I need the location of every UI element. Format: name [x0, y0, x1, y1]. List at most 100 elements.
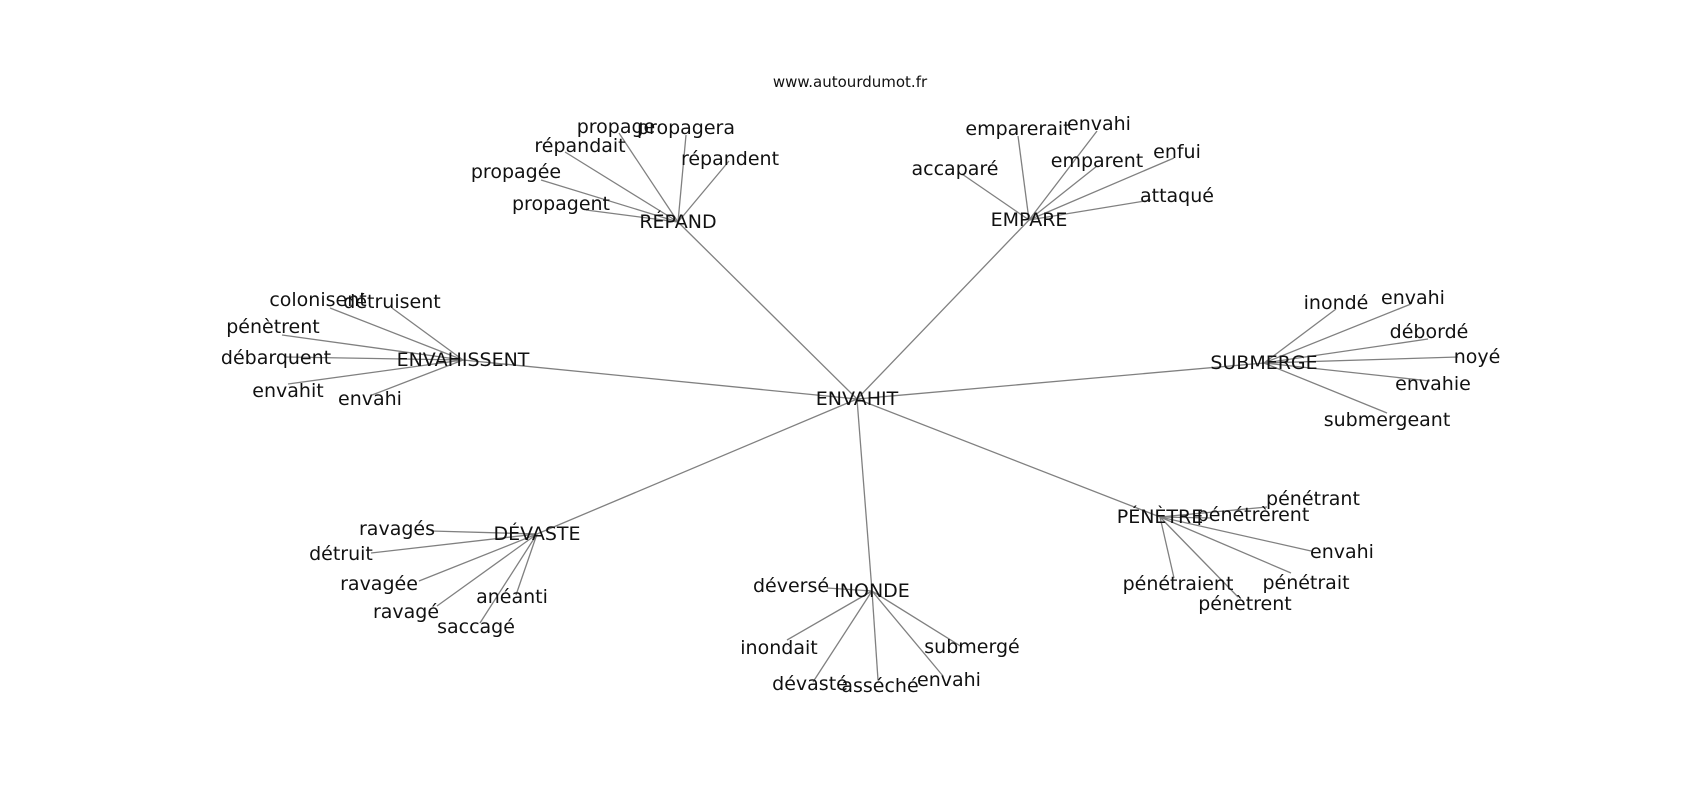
hub-word-5[interactable]: INONDE	[834, 580, 910, 602]
leaf-word-6-2[interactable]: envahi	[1310, 541, 1374, 563]
leaf-word-6-4[interactable]: pénétrait	[1262, 572, 1349, 594]
leaf-word-3-0[interactable]: inondé	[1304, 292, 1369, 314]
leaf-word-5-3[interactable]: dévasté	[772, 673, 848, 695]
leaf-word-1-4[interactable]: accaparé	[912, 158, 999, 180]
hub-word-0[interactable]: RÉPAND	[639, 210, 716, 233]
leaf-word-3-4[interactable]: envahie	[1395, 373, 1471, 395]
leaf-word-1-0[interactable]: emparerait	[965, 118, 1070, 140]
edge-hub-0-leaf-3	[677, 160, 730, 223]
edge-hub-5-leaf-2	[871, 590, 963, 648]
leaf-word-5-2[interactable]: submergé	[924, 636, 1019, 658]
leaf-word-5-0[interactable]: déversé	[753, 575, 829, 597]
edge-hub-1-leaf-0	[1017, 135, 1030, 221]
leaf-word-2-3[interactable]: débarquent	[221, 347, 331, 369]
edge-hub-2-leaf-0	[329, 307, 464, 361]
edge-hub-3-leaf-1	[1263, 303, 1412, 364]
leaf-word-4-5[interactable]: saccagé	[437, 616, 515, 638]
leaf-word-1-5[interactable]: attaqué	[1140, 185, 1214, 207]
leaf-word-0-5[interactable]: propagent	[512, 193, 610, 215]
edge-center-hub-4	[536, 398, 858, 535]
leaf-word-6-1[interactable]: pénétrèrent	[1197, 504, 1310, 526]
leaf-word-0-3[interactable]: répandent	[681, 148, 779, 170]
edge-hub-6-leaf-1	[1159, 516, 1213, 519]
edge-hub-2-leaf-4	[287, 359, 464, 385]
leaf-word-3-5[interactable]: submergeant	[1324, 409, 1451, 431]
edge-hub-4-leaf-4	[436, 533, 538, 607]
hub-word-1[interactable]: EMPARE	[991, 209, 1068, 231]
edge-hub-1-leaf-5	[1028, 199, 1152, 221]
edge-hub-5-leaf-3	[812, 590, 873, 683]
leaf-word-6-0[interactable]: pénétrant	[1266, 488, 1360, 510]
edge-hub-5-leaf-5	[871, 590, 944, 677]
edge-hub-4-leaf-2	[418, 533, 538, 582]
leaf-word-3-2[interactable]: débordé	[1390, 321, 1469, 343]
edge-center-hub-1	[856, 219, 1030, 400]
center-word[interactable]: ENVAHIT	[816, 388, 899, 410]
edge-hub-3-leaf-3	[1263, 356, 1459, 364]
edge-hub-0-leaf-4	[540, 179, 679, 223]
edge-hub-6-leaf-3	[1159, 516, 1175, 579]
leaf-word-2-4[interactable]: envahit	[252, 380, 323, 402]
hub-word-4[interactable]: DÉVASTE	[493, 522, 580, 545]
edges-layer	[281, 130, 1459, 683]
edge-hub-3-leaf-5	[1263, 362, 1388, 414]
edge-hub-0-leaf-1	[677, 134, 687, 223]
site-url[interactable]: www.autourdumot.fr	[773, 73, 928, 91]
edge-hub-1-leaf-2	[1028, 165, 1098, 221]
leaf-word-1-2[interactable]: emparent	[1051, 150, 1143, 172]
edge-hub-1-leaf-1	[1028, 130, 1098, 221]
leaf-word-5-1[interactable]: inondait	[740, 637, 817, 659]
leaf-word-6-3[interactable]: pénétraient	[1123, 573, 1234, 595]
edge-center-hub-5	[856, 398, 873, 592]
leaf-word-2-5[interactable]: envahi	[338, 388, 402, 410]
edge-hub-0-leaf-2	[564, 151, 679, 223]
leaf-word-4-2[interactable]: ravagée	[340, 573, 418, 595]
leaf-word-0-1[interactable]: propagera	[637, 117, 735, 139]
edge-center-hub-0	[677, 221, 858, 400]
labels-layer: www.autourdumot.fr ENVAHITRÉPANDpropagep…	[221, 73, 1500, 697]
hub-word-3[interactable]: SUBMERGE	[1210, 352, 1317, 374]
edge-hub-4-leaf-0	[430, 530, 538, 535]
leaf-word-0-4[interactable]: propagée	[471, 161, 561, 183]
leaf-word-2-0[interactable]: colonisent	[269, 289, 366, 311]
leaf-word-0-2[interactable]: répandait	[534, 135, 625, 157]
leaf-word-4-3[interactable]: anéanti	[476, 586, 548, 608]
edge-hub-4-leaf-5	[479, 533, 538, 624]
edge-hub-2-leaf-2	[281, 334, 464, 361]
edge-center-hub-2	[462, 359, 858, 400]
edge-hub-3-leaf-0	[1263, 308, 1337, 364]
leaf-word-3-3[interactable]: noyé	[1454, 346, 1501, 368]
leaf-word-0-0[interactable]: propage	[577, 116, 656, 138]
leaf-word-4-4[interactable]: ravagé	[373, 601, 439, 623]
hub-word-2[interactable]: ENVAHISSENT	[397, 349, 530, 371]
leaf-word-1-1[interactable]: envahi	[1067, 113, 1131, 135]
edge-hub-4-leaf-1	[370, 533, 538, 554]
edge-center-hub-6	[856, 398, 1161, 518]
edge-hub-6-leaf-0	[1159, 506, 1268, 518]
leaf-word-2-1[interactable]: détruisent	[343, 291, 440, 313]
edge-hub-2-leaf-5	[371, 359, 464, 396]
edge-hub-3-leaf-2	[1263, 338, 1429, 364]
hub-word-6[interactable]: PÉNÈTRE	[1117, 505, 1204, 528]
edge-hub-1-leaf-3	[1028, 157, 1175, 221]
leaf-word-4-0[interactable]: ravagés	[359, 518, 435, 540]
edge-hub-5-leaf-1	[786, 590, 873, 641]
edge-hub-3-leaf-4	[1263, 362, 1431, 382]
leaf-word-2-2[interactable]: pénètrent	[226, 316, 320, 338]
leaf-word-6-5[interactable]: pénètrent	[1198, 593, 1292, 615]
leaf-word-1-3[interactable]: enfui	[1153, 141, 1201, 163]
edge-hub-6-leaf-2	[1159, 516, 1312, 552]
edge-hub-1-leaf-4	[961, 173, 1030, 221]
edge-hub-0-leaf-0	[618, 132, 679, 223]
edge-hub-5-leaf-0	[826, 587, 873, 592]
leaf-word-5-5[interactable]: envahi	[917, 669, 981, 691]
edge-center-hub-3	[856, 362, 1265, 400]
edge-hub-6-leaf-4	[1159, 516, 1292, 574]
edge-hub-6-leaf-5	[1159, 516, 1239, 598]
leaf-word-3-1[interactable]: envahi	[1381, 287, 1445, 309]
edge-hub-2-leaf-3	[285, 356, 464, 361]
edge-hub-2-leaf-1	[391, 307, 464, 361]
leaf-word-4-1[interactable]: détruit	[309, 543, 373, 565]
leaf-word-5-4[interactable]: asséché	[841, 675, 918, 697]
